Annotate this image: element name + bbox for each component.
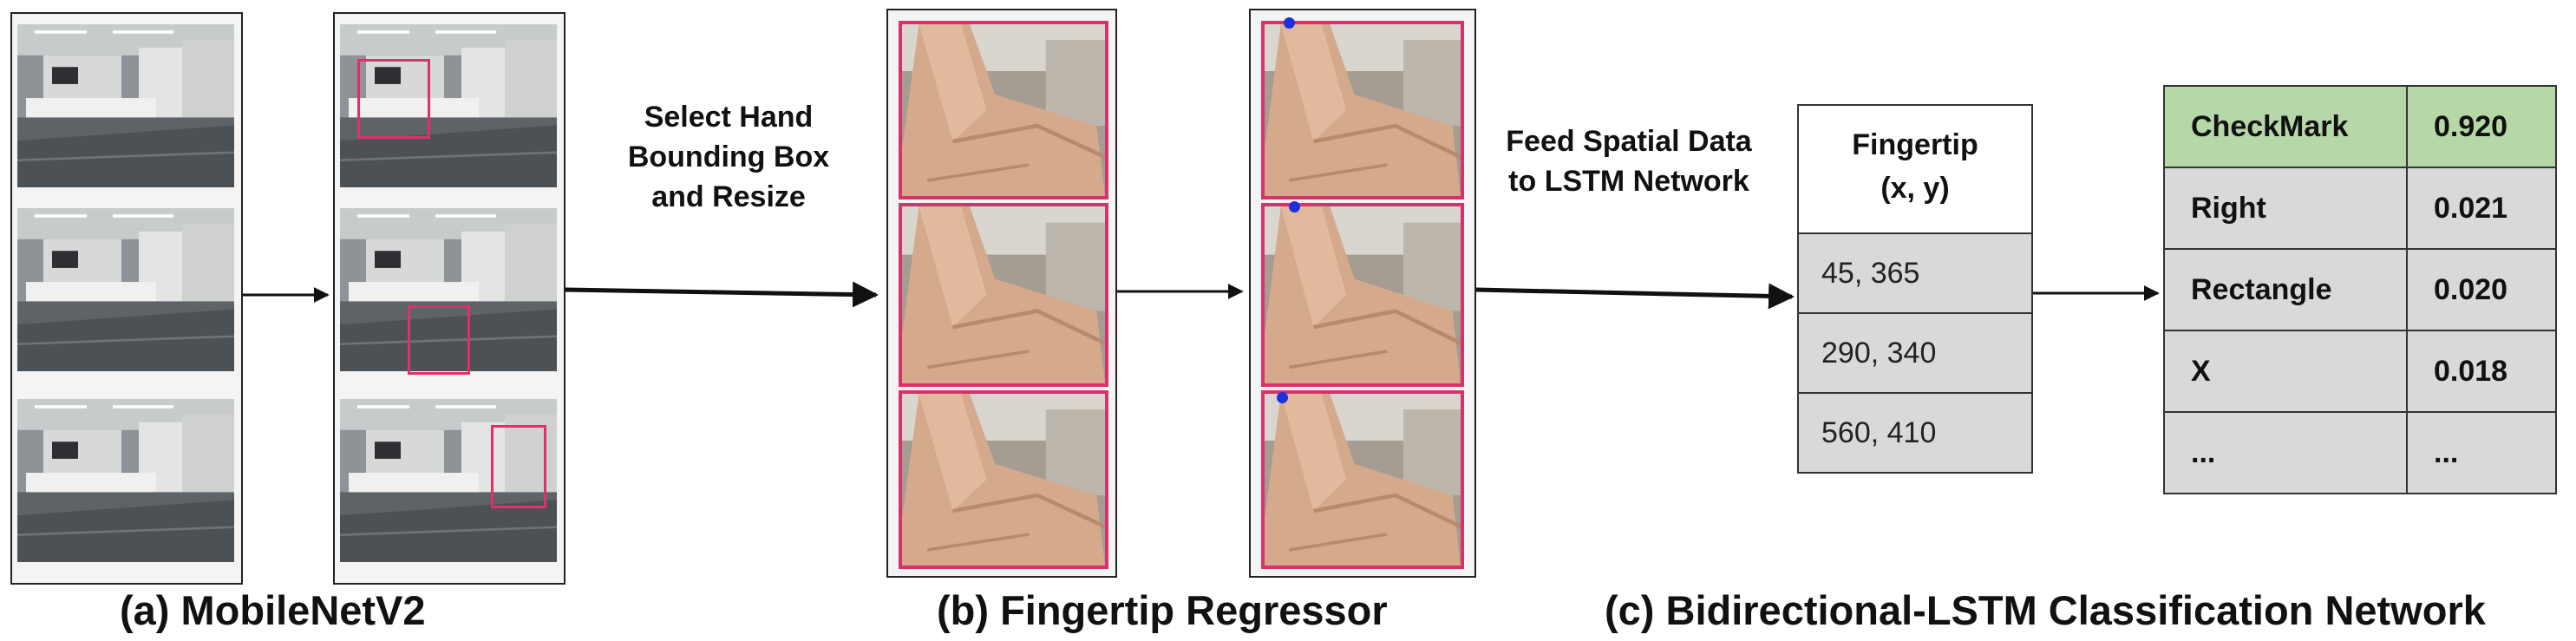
class-score: 0.920 [2406,85,2557,168]
table-row: 45, 365 [1797,232,2033,314]
table-row: CheckMark 0.920 [2163,85,2557,168]
class-label: CheckMark [2163,85,2408,168]
stage-c-caption: (c) Bidirectional-LSTM Classification Ne… [1605,587,2486,633]
fingertip-coordinates-table: 45, 365 290, 340 560, 410 [1797,232,2033,474]
class-score: 0.020 [2406,248,2557,331]
hand-bounding-box [357,59,430,139]
arrow-right [565,281,879,308]
feed-label-line: to LSTM Network [1508,165,1749,198]
class-label: X [2163,330,2408,413]
table-row: 560, 410 [1797,392,2033,474]
hand-crop-photo [1261,203,1464,387]
coordinate-cell: 560, 410 [1797,392,2033,474]
crop-label-line: Select Hand [644,101,814,134]
feed-arrow-label: Feed Spatial Data to LSTM Network [1481,121,1776,201]
table-row: 290, 340 [1797,312,2033,394]
crop-label-line: and Resize [651,180,806,213]
hand-crop-photo [1261,21,1464,199]
fingertip-dot [1289,201,1300,213]
class-label: Rectangle [2163,248,2408,331]
fingertip-coordinates-header: Fingertip (x, y) [1797,104,2033,234]
table-row: ... ... [2163,411,2557,494]
table-row: X 0.018 [2163,330,2557,413]
fingertip-dot [1284,17,1295,29]
feed-label-line: Feed Spatial Data [1506,125,1752,158]
hand-bounding-box [408,305,470,375]
hand-crop-photo [899,203,1108,387]
crop-arrow-label: Select Hand Bounding Box and Resize [598,97,859,217]
class-label: Right [2163,167,2408,250]
class-score: 0.021 [2406,167,2557,250]
table-row: Right 0.021 [2163,167,2557,250]
stage-a-caption: (a) MobileNetV2 [120,587,426,633]
arrow-right [1475,283,1795,310]
hand-crop-photo [899,390,1108,569]
crop-label-line: Bounding Box [627,141,830,173]
coordinate-cell: 290, 340 [1797,312,2033,394]
class-label: ... [2163,411,2408,494]
header-line: Fingertip [1852,128,1978,161]
hand-bounding-box [491,425,546,508]
hand-crop-photo [1261,390,1464,569]
fingertip-dot [1277,392,1288,403]
coordinate-cell: 45, 365 [1797,232,2033,314]
header-line: (x, y) [1880,172,1950,205]
class-score: ... [2406,411,2557,494]
class-score: 0.018 [2406,330,2557,413]
hand-crop-photo [899,21,1108,199]
classification-table: CheckMark 0.920 Right 0.021 Rectangle 0.… [2163,85,2557,494]
stage-b-caption: (b) Fingertip Regressor [937,587,1388,633]
table-row: Rectangle 0.020 [2163,248,2557,331]
